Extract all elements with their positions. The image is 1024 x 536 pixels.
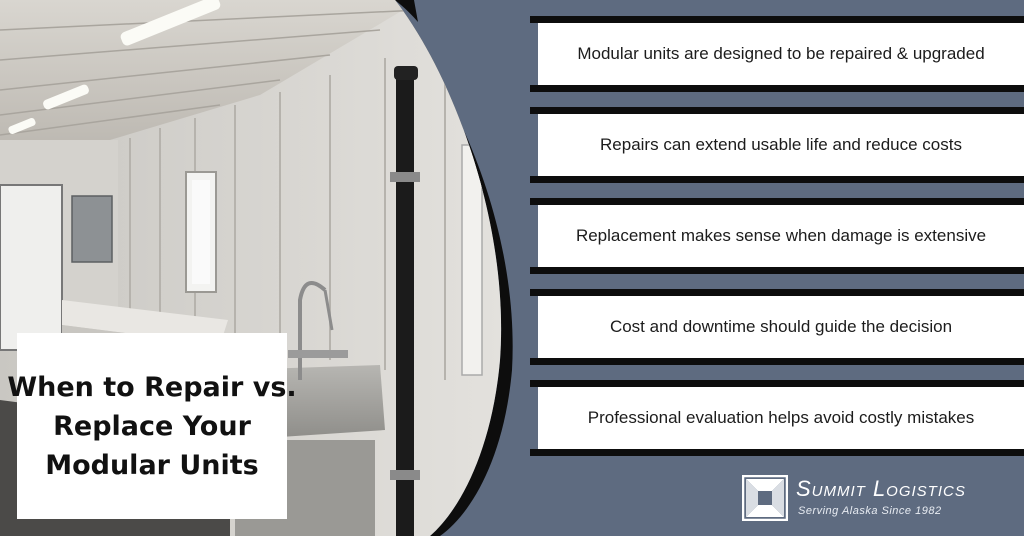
bullet-bar-top — [530, 16, 1024, 23]
bullet-bar-bottom — [530, 449, 1024, 456]
bullet-text: Repairs can extend usable life and reduc… — [538, 114, 1024, 176]
bullet-text: Modular units are designed to be repaire… — [538, 23, 1024, 85]
bullet-item: Repairs can extend usable life and reduc… — [530, 107, 1024, 183]
bullet-bar-top — [530, 107, 1024, 114]
bullet-item: Cost and downtime should guide the decis… — [530, 289, 1024, 365]
brand-name: Summit Logistics — [796, 476, 966, 501]
brand-tagline: Serving Alaska Since 1982 — [798, 505, 942, 517]
bullet-text: Professional evaluation helps avoid cost… — [538, 387, 1024, 449]
bullet-item: Replacement makes sense when damage is e… — [530, 198, 1024, 274]
brand-logo: Summit Logistics Serving Alaska Since 19… — [742, 474, 1012, 522]
bullet-bar-bottom — [530, 176, 1024, 183]
bullet-bar-bottom — [530, 267, 1024, 274]
summit-logo-icon — [742, 475, 788, 521]
bullet-bar-bottom — [530, 358, 1024, 365]
bullet-text: Replacement makes sense when damage is e… — [538, 205, 1024, 267]
bullet-bar-bottom — [530, 85, 1024, 92]
bullet-text: Cost and downtime should guide the decis… — [538, 296, 1024, 358]
bullet-bar-top — [530, 289, 1024, 296]
bullet-bar-top — [530, 380, 1024, 387]
page-title: When to Repair vs. Replace Your Modular … — [7, 368, 296, 485]
bullet-bar-top — [530, 198, 1024, 205]
bullet-item: Modular units are designed to be repaire… — [530, 16, 1024, 92]
title-line-2: Replace Your — [53, 410, 251, 442]
title-line-1: When to Repair vs. — [7, 371, 297, 403]
bullet-item: Professional evaluation helps avoid cost… — [530, 380, 1024, 456]
title-card: When to Repair vs. Replace Your Modular … — [7, 333, 297, 519]
title-line-3: Modular Units — [45, 449, 259, 481]
